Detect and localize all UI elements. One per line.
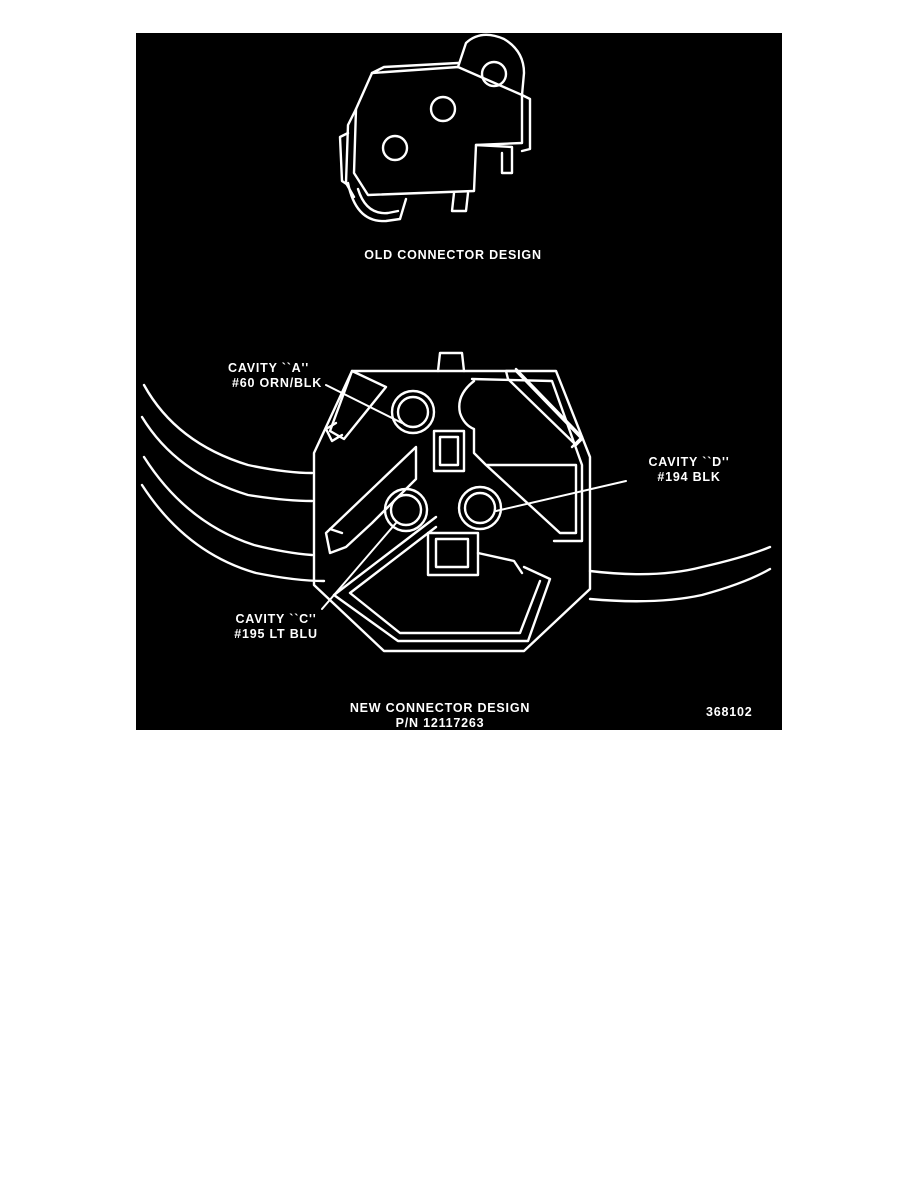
cavity-d-wire: #194 BLK — [657, 470, 721, 484]
cavity-d-label: CAVITY ``D'' #194 BLK — [624, 455, 754, 485]
new-connector-caption: NEW CONNECTOR DESIGN P/N 12117263 — [320, 701, 560, 730]
cavity-a-label: CAVITY ``A'' #60 ORN/BLK — [228, 361, 322, 391]
figure-number: 368102 — [706, 705, 753, 719]
cavity-c-wire: #195 LT BLU — [234, 627, 318, 641]
new-connector-illustration — [312, 351, 592, 653]
wire-harness — [140, 383, 772, 603]
leader-cavity-c — [321, 522, 397, 610]
cavity-a-wire: #60 ORN/BLK — [232, 376, 323, 390]
old-connector-caption: OLD CONNECTOR DESIGN — [364, 248, 542, 262]
cavity-c-label: CAVITY ``C'' #195 LT BLU — [216, 612, 336, 642]
cavity-d-name: CAVITY ``D'' — [648, 455, 730, 469]
new-connector-title: NEW CONNECTOR DESIGN — [349, 701, 531, 715]
part-number: P/N 12117263 — [395, 716, 485, 730]
cavity-a-name: CAVITY ``A'' — [228, 361, 310, 375]
old-connector-illustration — [338, 33, 532, 223]
leader-cavity-d — [495, 480, 627, 512]
cavity-c-name: CAVITY ``C'' — [235, 612, 317, 626]
callout-leaders — [321, 384, 627, 610]
leader-cavity-a — [325, 384, 403, 424]
line-art — [140, 33, 772, 653]
connector-diagram: OLD CONNECTOR DESIGN CAVITY ``A'' #60 OR… — [136, 33, 782, 730]
